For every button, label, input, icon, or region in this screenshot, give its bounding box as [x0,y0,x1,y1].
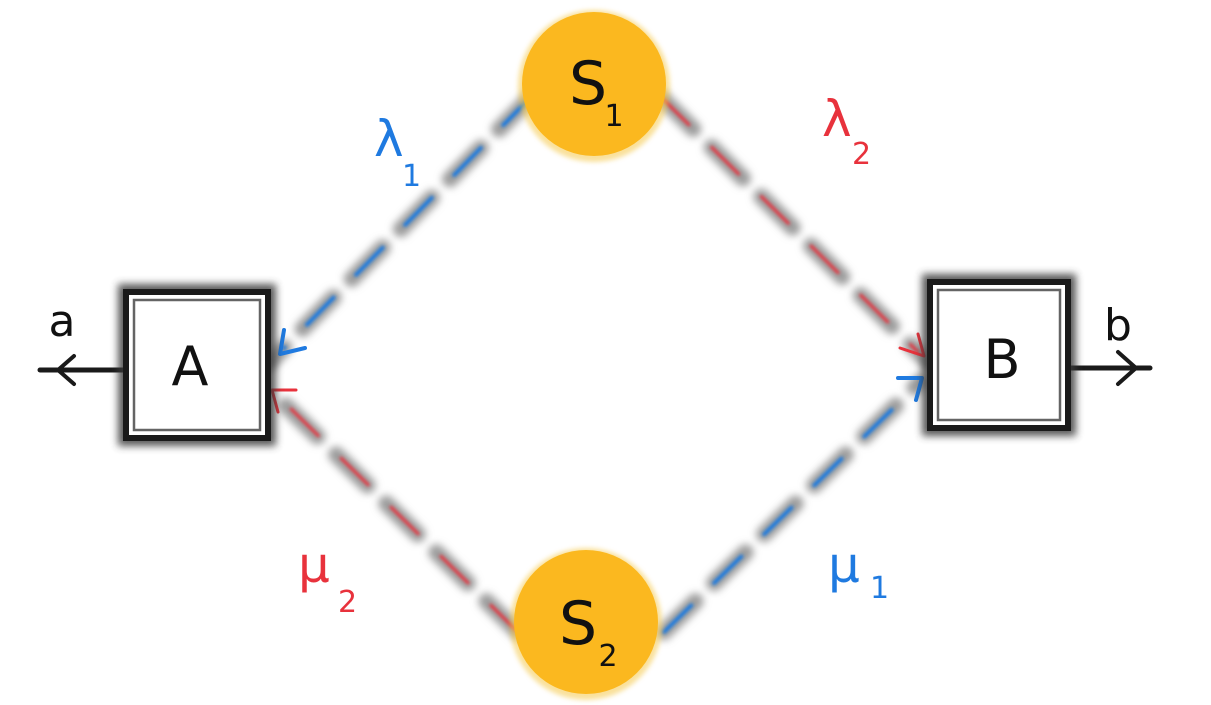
label-mu2-sub: 2 [338,585,357,620]
source-s1-disc [522,12,666,156]
channel-mu1 [662,388,914,634]
channel-mu2 [282,400,520,634]
label-lambda1-sub: 1 [402,159,421,194]
label-lambda1-symbol: λ [374,110,404,168]
label-lambda1: λ 1 [374,110,421,194]
channel-lambda2 [660,96,920,354]
party-b-box-inner [936,288,1062,422]
source-s1: S 1 [518,10,670,162]
source-s1-sub: 1 [604,99,623,134]
channel-cores [282,96,920,634]
output-arrow-b [1116,350,1138,386]
output-label-a: a [49,296,76,347]
party-b-box [927,279,1071,431]
label-mu2: μ 2 [298,536,357,620]
party-b: B [922,274,1076,436]
source-s1-letter: S [569,49,607,119]
source-s2-sub: 2 [598,639,617,674]
party-a-box [123,289,271,441]
label-lambda2-symbol: λ [822,90,852,148]
label-mu1: μ 1 [828,536,889,606]
channel-lambda1 [282,96,532,350]
arrowheads [270,328,926,414]
party-a-box-inner [132,298,262,432]
label-mu2-symbol: μ [298,536,330,594]
output-legs [29,350,1165,386]
source-s2: S 2 [510,548,662,700]
label-lambda2: λ 2 [822,90,871,172]
source-s2-letter: S [559,589,597,659]
party-a-label: A [172,335,209,398]
output-arrow-a [56,354,76,386]
arrowhead-lambda1 [278,328,307,356]
source-s2-disc [514,550,658,694]
party-b-label: B [983,328,1020,391]
label-mu1-symbol: μ [828,536,860,594]
label-lambda2-sub: 2 [852,137,871,172]
label-mu1-sub: 1 [870,571,889,606]
party-a: A [118,284,276,446]
output-label-b: b [1104,300,1132,351]
